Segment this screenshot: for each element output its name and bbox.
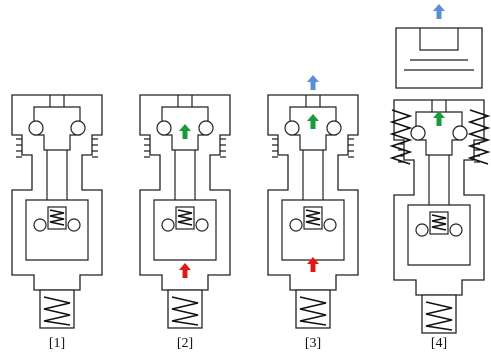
panel-1-device: [11, 94, 103, 329]
panel-4-side-springs: [389, 109, 491, 165]
blue-arrow-up-icon: [307, 75, 319, 90]
panel-4-top-cap: [395, 27, 483, 89]
panel-1-label: [1]: [48, 336, 66, 351]
panel-3-label: [3]: [304, 336, 322, 351]
blue-arrow-up-icon: [433, 4, 445, 19]
panel-2-label: [2]: [176, 336, 194, 351]
panel-3-device: [267, 94, 359, 329]
panel-2-device: [139, 94, 231, 329]
panel-4-label: [4]: [430, 336, 448, 351]
